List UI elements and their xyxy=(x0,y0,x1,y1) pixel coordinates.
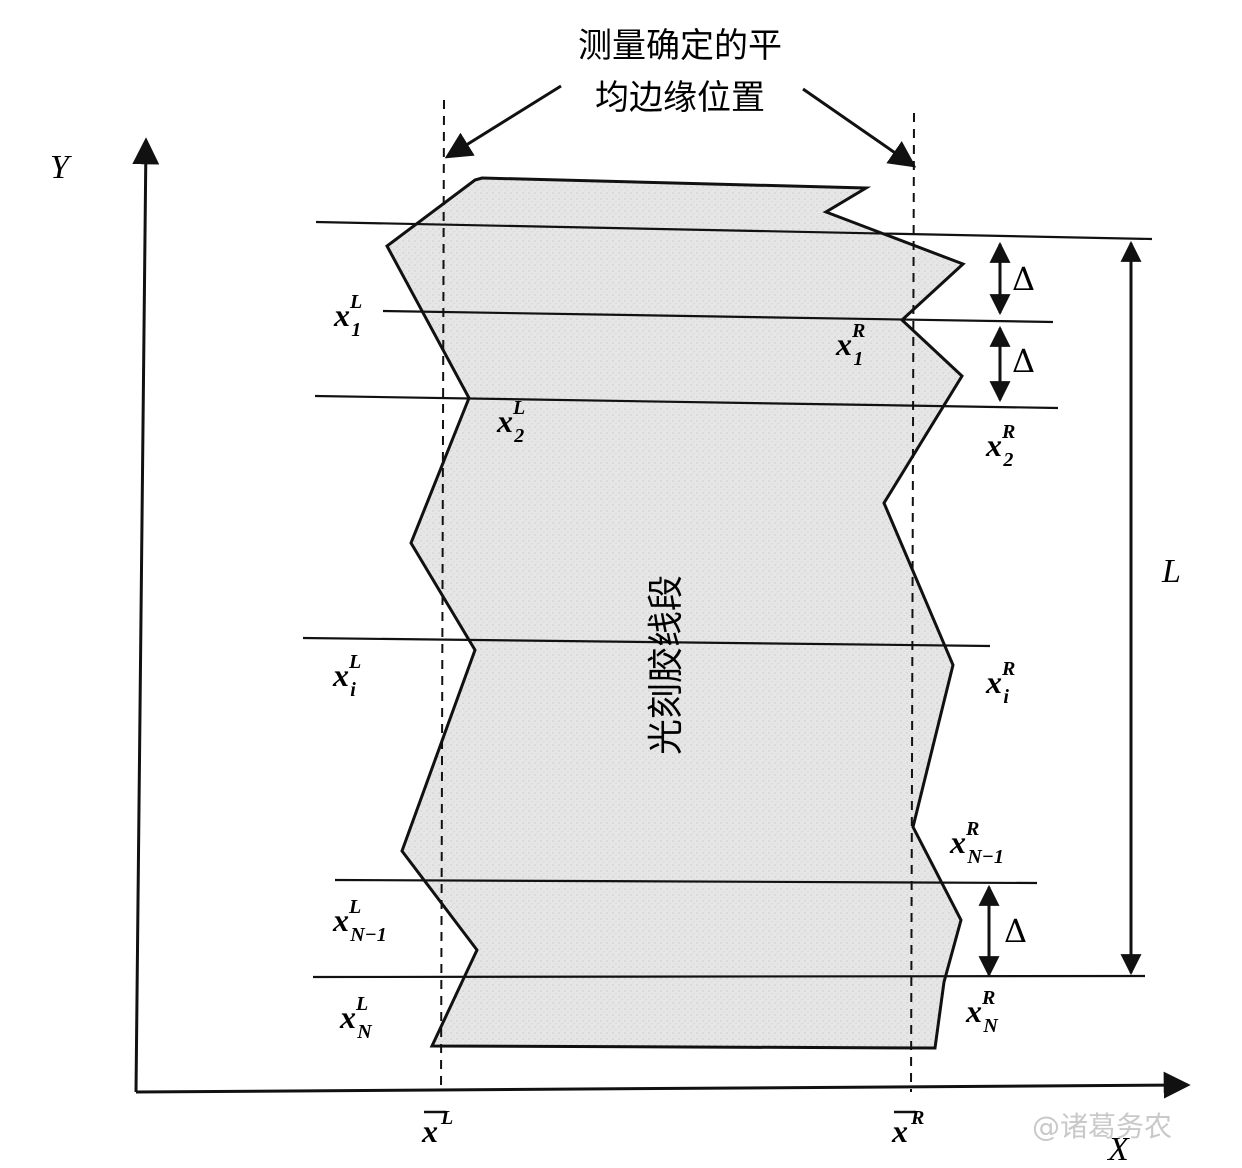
x-axis xyxy=(135,1071,1191,1099)
title-arrow-left xyxy=(444,84,562,159)
title-line-2: 均边缘位置 xyxy=(595,78,765,118)
y-axis xyxy=(132,137,160,1093)
resist-line-label: 光刻胶线段 xyxy=(646,575,687,755)
mean-right-edge-line xyxy=(910,112,915,1093)
mean-left-edge-line xyxy=(440,99,445,1093)
scan-line-n xyxy=(312,974,1146,979)
scan-line-1 xyxy=(382,309,1054,324)
delta-label-2: Δ xyxy=(1012,342,1035,380)
scan-line-top xyxy=(315,220,1153,241)
watermark-text: @诸葛务农 xyxy=(1032,1110,1172,1143)
title-line-1: 测量确定的平 xyxy=(578,26,782,66)
scan-line-i xyxy=(302,636,991,648)
delta-label-3: Δ xyxy=(1004,912,1027,950)
x-axis-label: X xyxy=(1106,1131,1130,1168)
scan-line-2 xyxy=(314,394,1059,410)
y-axis-label: Y xyxy=(50,149,72,186)
delta-label-1: Δ xyxy=(1012,260,1035,298)
scan-line-n-1 xyxy=(334,878,1038,885)
resist-line-shape xyxy=(385,176,966,1050)
length-label: L xyxy=(1161,553,1181,590)
title-arrow-right xyxy=(802,87,917,168)
